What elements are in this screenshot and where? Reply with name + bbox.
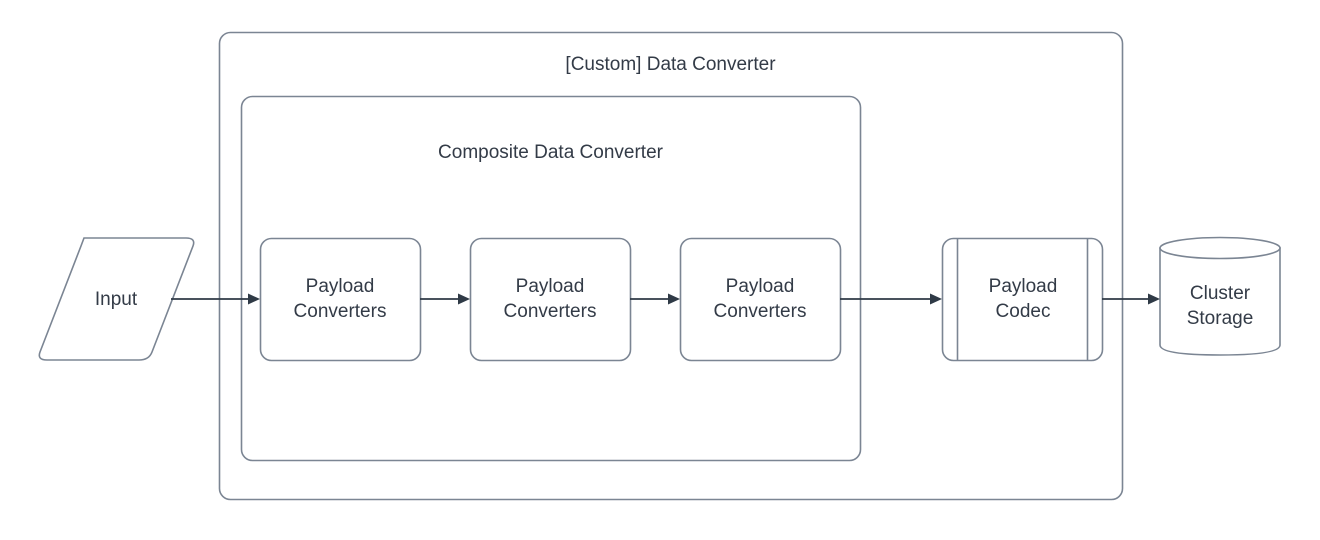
arrowhead-converters-2-to-3 — [668, 293, 680, 305]
node-cluster-storage-body[interactable] — [1159, 247, 1281, 356]
arrowhead-input-to-converters-1 — [248, 293, 260, 305]
node-input[interactable] — [38, 237, 195, 361]
node-payload-converters-3[interactable] — [679, 237, 842, 362]
arrowhead-codec-to-cluster-storage — [1148, 293, 1160, 305]
node-cluster-storage-top — [1159, 236, 1281, 260]
node-payload-converters-2[interactable] — [469, 237, 632, 362]
node-payload-codec[interactable] — [941, 237, 1104, 362]
node-payload-converters-1[interactable] — [259, 237, 422, 362]
arrowhead-converters-3-to-codec — [930, 293, 942, 305]
arrowhead-converters-1-to-2 — [458, 293, 470, 305]
